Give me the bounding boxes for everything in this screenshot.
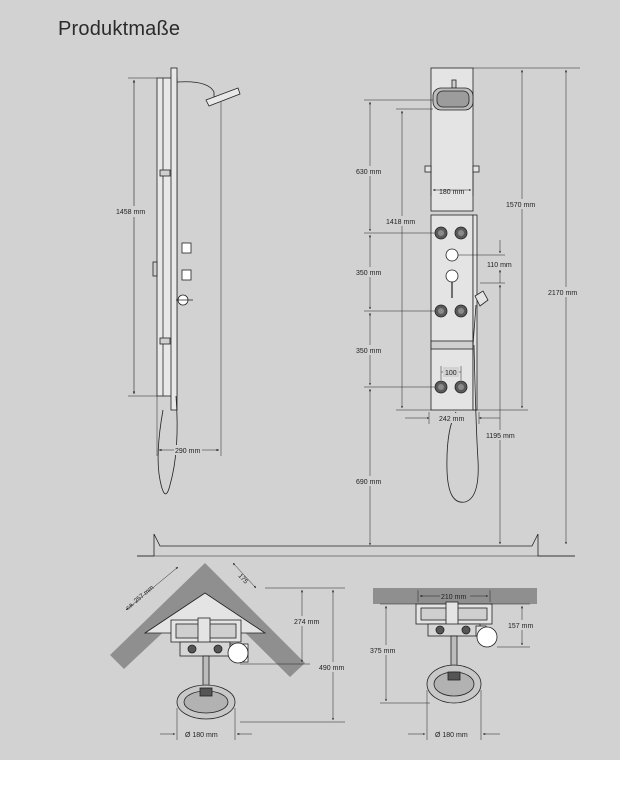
shower-arm — [176, 81, 215, 98]
side-hose — [157, 395, 178, 495]
label-1195: 1195 mm — [486, 433, 515, 440]
corner-head-diameter-label: Ø 180 mm — [185, 732, 218, 739]
wall-head-diameter-label: Ø 180 mm — [435, 732, 468, 739]
front-knob-bottom — [445, 269, 459, 283]
label-210: 210 mm — [441, 594, 466, 601]
label-490: 490 mm — [319, 665, 344, 672]
label-1418: 1418 mm — [386, 219, 415, 226]
front-knob-top — [445, 248, 459, 262]
label-180: 180 mm — [439, 189, 464, 196]
label-2170: 2170 mm — [548, 290, 577, 297]
front-hose — [446, 344, 479, 503]
label-375: 375 mm — [370, 648, 395, 655]
side-rail — [170, 67, 178, 411]
label-242: 242 mm — [439, 416, 464, 423]
side-view — [128, 67, 241, 495]
label-274: 274 mm — [294, 619, 319, 626]
front-dimension-labels: 630 mm 180 mm 1418 mm 1570 mm 350 mm 110… — [354, 166, 586, 486]
label-257: ca. 257 mm — [125, 584, 156, 611]
label-175: 175 — [237, 573, 250, 586]
label-350-lower: 350 mm — [356, 348, 381, 355]
label-110: 110 mm — [487, 262, 512, 269]
side-height-label-bg — [114, 206, 154, 217]
front-view — [137, 67, 575, 557]
label-1570: 1570 mm — [506, 202, 535, 209]
page-title: Produktmaße — [58, 18, 181, 40]
label-157: 157 mm — [508, 623, 533, 630]
side-depth-label-bg — [174, 445, 202, 455]
label-690: 690 mm — [356, 479, 381, 486]
label-350-upper: 350 mm — [356, 270, 381, 277]
side-height-label: 1458 mm — [116, 209, 145, 216]
hand-shower — [474, 290, 489, 307]
drawing-sheet — [0, 0, 620, 760]
corner-view: ca. 257 mm 175 274 mm 490 mm Ø 180 mm — [110, 562, 350, 740]
side-depth-label: 290 mm — [175, 448, 200, 455]
side-rain-head — [205, 87, 241, 107]
wall-view: 210 mm 157 mm 375 mm Ø 180 mm — [369, 588, 539, 740]
corner-walls — [110, 563, 305, 677]
label-100: 100 — [445, 370, 457, 377]
label-630: 630 mm — [356, 169, 381, 176]
